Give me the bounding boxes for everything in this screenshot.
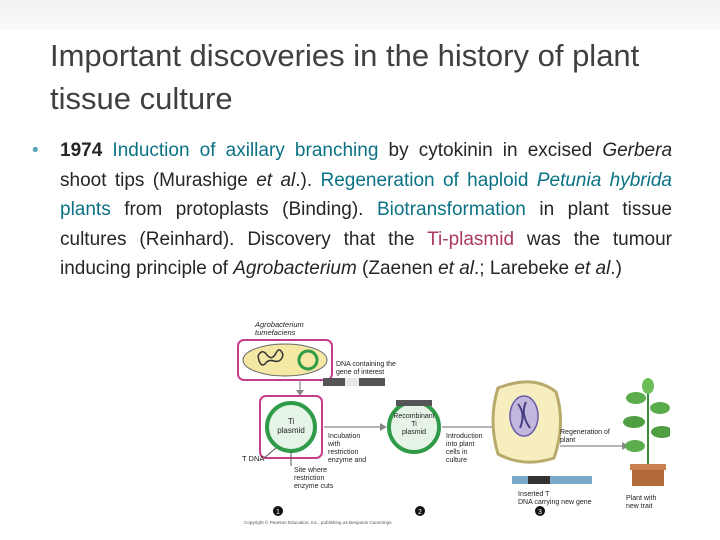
body-segment: Gerbera [602, 140, 673, 161]
body-segment: Induction of axillary branching [102, 140, 379, 161]
body-segment: by cytokinin in excised [378, 140, 603, 161]
slide-body-text: 1974 Induction of axillary branching by … [60, 136, 672, 284]
body-segments: Induction of axillary branching by cytok… [60, 140, 672, 279]
body-segment: shoot tips (Murashige [60, 169, 257, 191]
bacterium-ti-plasmid [297, 349, 319, 371]
body-segment: Ti-plasmid [427, 228, 515, 250]
body-segment: (Zaenen [356, 258, 439, 279]
svg-text:3: 3 [538, 509, 542, 516]
body-segment: .; Larebeke [474, 258, 575, 279]
body-segment: in plant tissue cultures (Reinhard). Dis… [60, 199, 672, 250]
body-segment: from protoplasts (Binding). [110, 199, 377, 220]
body-segment: Biotransformation [376, 199, 526, 220]
slide-top-band [0, 0, 720, 30]
figure-copyright: Copyright © Pearson Education, Inc., pub… [244, 519, 393, 525]
body-segment: et al [574, 258, 611, 279]
body-segment: et al [256, 169, 296, 191]
body-segment: Regeneration of haploid [320, 169, 537, 191]
bullet-marker: • [32, 140, 39, 161]
plant-chromosome [512, 476, 592, 484]
svg-text:2: 2 [418, 509, 422, 516]
body-segment: plants [60, 199, 111, 220]
regenerated-plant [623, 378, 670, 486]
t-dna-label: T DNA [242, 454, 264, 463]
body-segment: et al [438, 258, 475, 279]
body-segment: .). [295, 169, 321, 191]
bacterial-chromosome [257, 349, 284, 366]
bacterium-cell [242, 343, 328, 377]
body-segment: Petunia hybrida [536, 169, 672, 191]
slide-title: Important discoveries in the history of … [50, 38, 640, 116]
svg-text:1: 1 [276, 509, 280, 516]
body-segment: .) [610, 258, 622, 279]
body-segment: Agrobacterium [233, 258, 357, 279]
step-markers: 1 2 3 [273, 506, 545, 516]
ti-plasmid-circle [265, 401, 317, 453]
year-label: 1974 [60, 140, 103, 161]
body-segment: was the tumour inducing principle of [60, 228, 673, 280]
